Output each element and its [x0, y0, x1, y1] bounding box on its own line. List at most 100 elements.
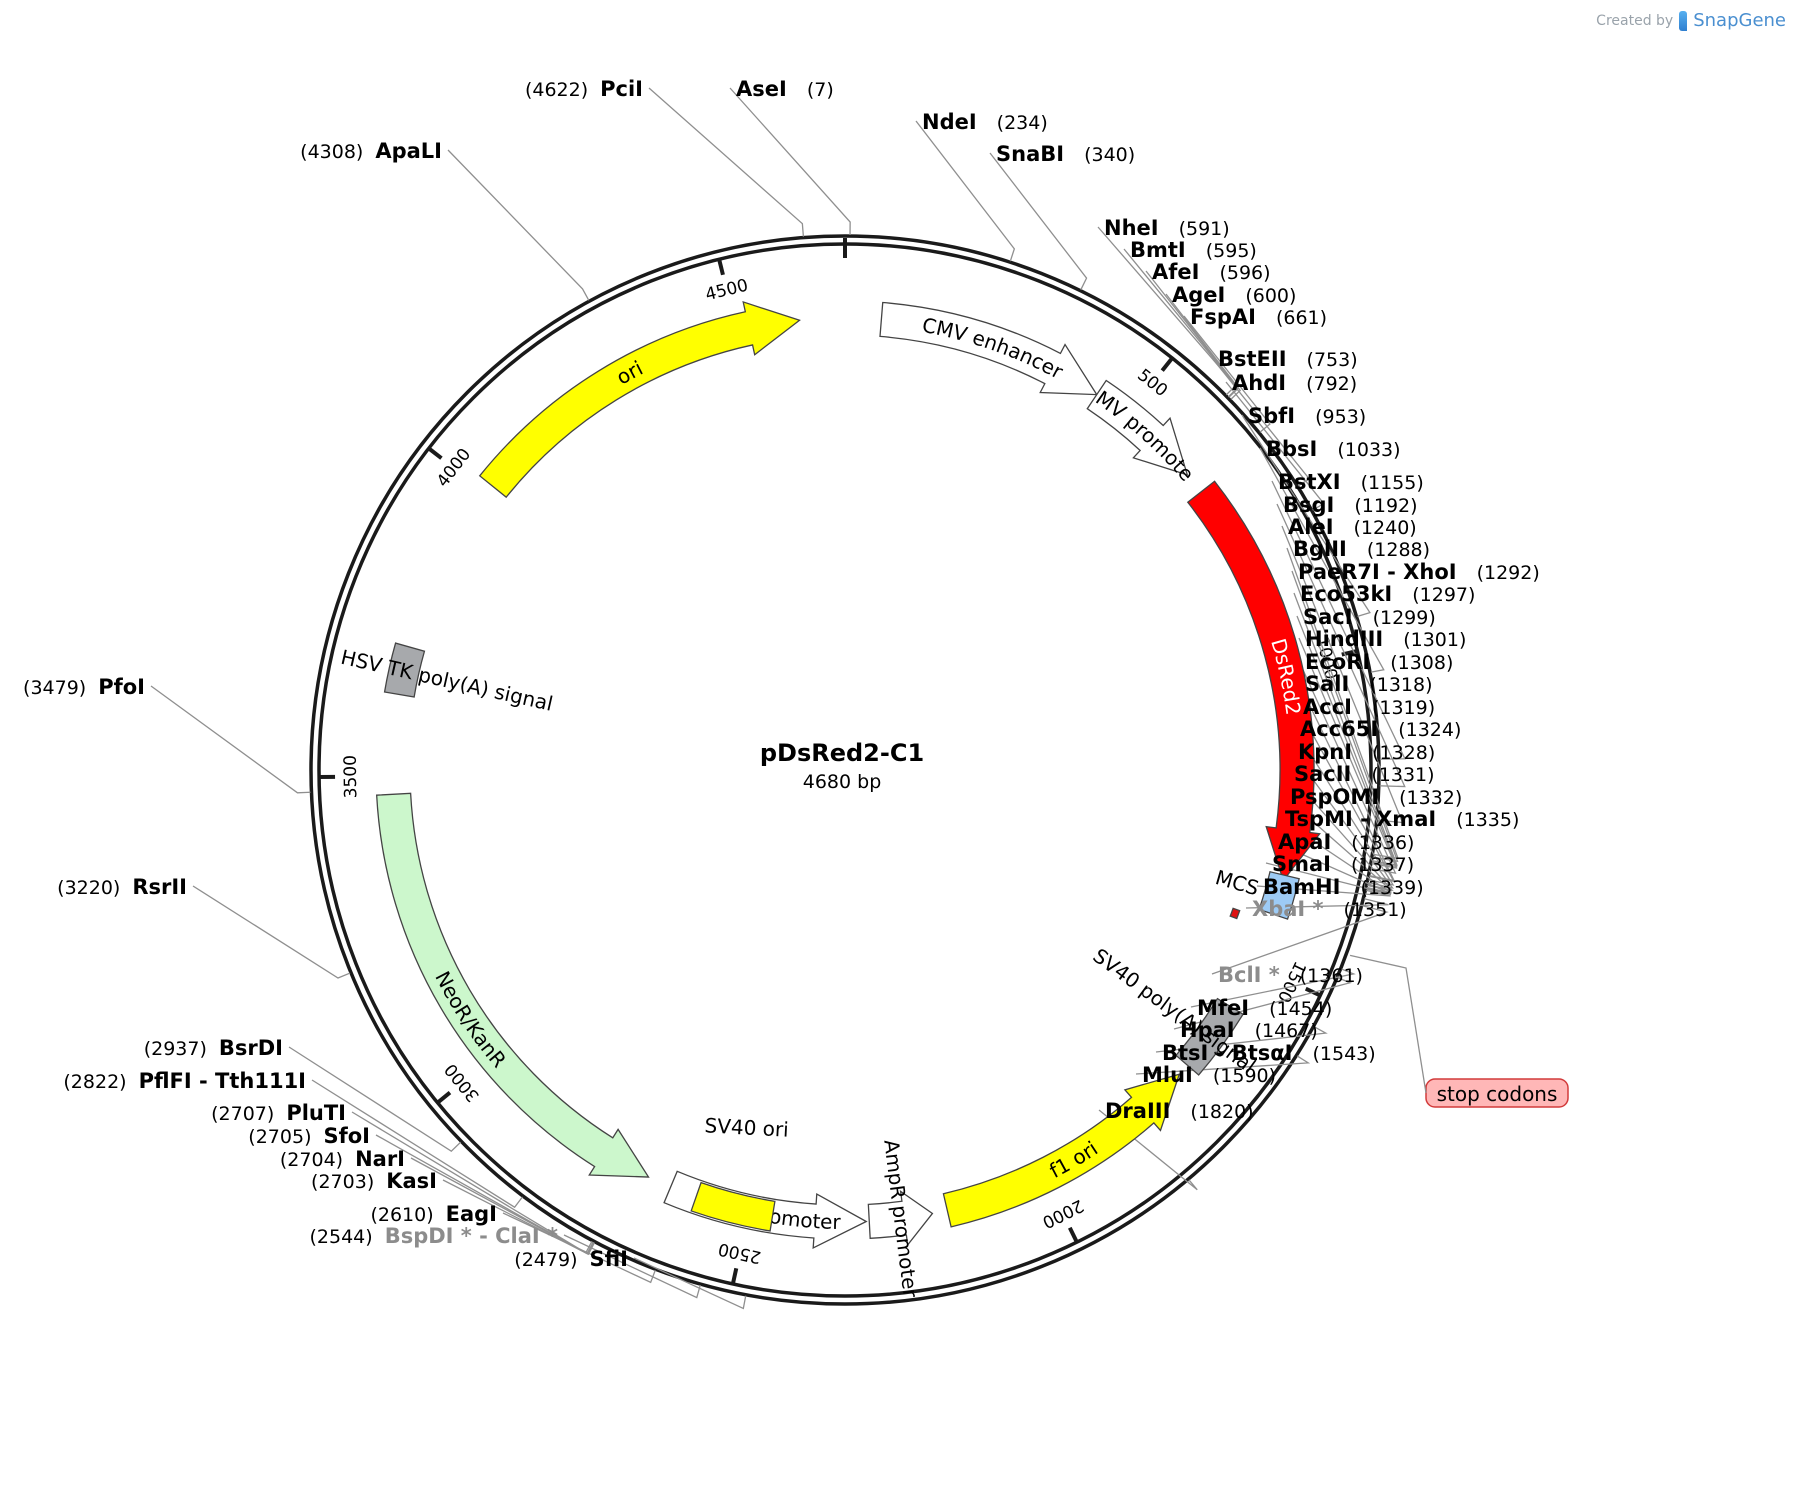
site-sacii[interactable]: SacII(1331) [1294, 762, 1435, 786]
site-position: (234) [997, 112, 1048, 134]
site-bsgi[interactable]: BsgI(1192) [1283, 493, 1418, 517]
site-leader-line [1245, 898, 1389, 909]
site-alei[interactable]: AleI(1240) [1288, 515, 1417, 539]
site-name: HpaI [1180, 1018, 1235, 1042]
feature-stop-codons[interactable] [1229, 907, 1241, 920]
tick-label: 4000 [433, 445, 475, 491]
site-paer7i-xhoi[interactable]: PaeR7I - XhoI(1292) [1298, 560, 1540, 584]
site-name: PfoI [98, 675, 145, 699]
site-pluti[interactable]: PluTI(2707) [211, 1101, 346, 1125]
site-bbsi[interactable]: BbsI(1033) [1266, 437, 1401, 461]
site-position: (3220) [57, 877, 120, 899]
site-bglii[interactable]: BglII(1288) [1293, 537, 1430, 561]
site-bmti[interactable]: BmtI(595) [1130, 238, 1257, 262]
site-eagi[interactable]: EagI(2610) [370, 1202, 497, 1226]
feature-f1-ori[interactable] [942, 1073, 1181, 1228]
site-asei[interactable]: AseI(7) [736, 77, 834, 101]
site-sbfi[interactable]: SbfI(953) [1248, 404, 1366, 428]
site-fspai[interactable]: FspAI(661) [1190, 305, 1327, 329]
site-hpai[interactable]: HpaI(1467) [1180, 1018, 1318, 1042]
site-bsteii[interactable]: BstEII(753) [1218, 347, 1358, 371]
site-leader-line [288, 1046, 462, 1153]
site-smai[interactable]: SmaI(1337) [1272, 852, 1414, 876]
site-name: BsrDI [219, 1036, 283, 1060]
site-sali[interactable]: SalI(1318) [1305, 672, 1433, 696]
site-saci[interactable]: SacI(1299) [1303, 605, 1436, 629]
site-apai[interactable]: ApaI(1336) [1278, 830, 1414, 854]
site-ahdi[interactable]: AhdI (792) [1232, 371, 1357, 395]
feature-ampr-promoter[interactable] [867, 1189, 934, 1247]
site-snabi[interactable]: SnaBI(340) [996, 142, 1135, 166]
site-afei[interactable]: AfeI(596) [1152, 260, 1271, 284]
site-bstxi[interactable]: BstXI(1155) [1278, 470, 1424, 494]
site-acc65i[interactable]: Acc65I(1324) [1300, 717, 1461, 741]
site-kasi[interactable]: KasI(2703) [311, 1169, 437, 1193]
tick-label: 500 [1133, 365, 1171, 401]
site-name: BbsI [1266, 437, 1317, 461]
site-leader-line [150, 685, 311, 794]
site-agei[interactable]: AgeI(600) [1172, 283, 1296, 307]
site-position: (3479) [23, 677, 86, 699]
site-leader-line [1211, 905, 1389, 975]
site-pflfi-tth111i[interactable]: PflFI - Tth111I(2822) [63, 1069, 306, 1093]
site-position: (1339) [1360, 877, 1423, 899]
feature-sv40-poly-a-signal[interactable] [1175, 997, 1244, 1076]
site-leader-line [648, 87, 805, 237]
site-position: (2703) [311, 1171, 374, 1193]
site-position: (2479) [514, 1249, 577, 1271]
site-apali[interactable]: ApaLI(4308) [300, 139, 442, 163]
site-bcli-[interactable]: BclI *(1361) [1218, 963, 1363, 987]
site-mfei[interactable]: MfeI(1454) [1197, 996, 1332, 1020]
site-position: (1240) [1354, 517, 1417, 539]
site-name: NdeI [922, 110, 977, 134]
feature-cmv-promoter[interactable] [1086, 379, 1189, 476]
site-sfii[interactable]: SfiI(2479) [514, 1247, 628, 1271]
site-bspdi-clai-[interactable]: BspDI * - ClaI *(2544) [310, 1224, 559, 1248]
site-xbai-[interactable]: XbaI *(1351) [1252, 897, 1407, 921]
site-position: (792) [1306, 373, 1357, 395]
plasmid-size: 4680 bp [803, 771, 882, 793]
site-tspmi-xmai[interactable]: TspMI - XmaI(1335) [1285, 807, 1519, 831]
feature-label: SV40 ori [704, 1113, 789, 1141]
site-name: BstXI [1278, 470, 1341, 494]
site-leader-line [351, 1111, 593, 1254]
site-hindiii[interactable]: HindIII(1301) [1305, 627, 1466, 651]
map-center: pDsRed2-C1 4680 bp [760, 739, 924, 793]
feature-ori[interactable] [478, 300, 801, 499]
site-nhei[interactable]: NheI(591) [1104, 216, 1230, 240]
site-name: Eco53kI [1300, 582, 1392, 606]
feature-label: HSV TK poly(A) signal [339, 645, 556, 716]
site-pspomi[interactable]: PspOMI(1332) [1290, 785, 1462, 809]
feature-sv40-ori[interactable] [690, 1181, 776, 1232]
site-draiii[interactable]: DraIII(1820) [1105, 1099, 1254, 1123]
site-rsrii[interactable]: RsrII(3220) [57, 875, 187, 899]
site-pfoi[interactable]: PfoI (3479) [23, 675, 145, 699]
site-btsi-bts-i[interactable]: BtsI - BtsαI(1543) [1162, 1041, 1376, 1065]
site-pcii[interactable]: PciI(4622) [525, 77, 643, 101]
feature-label: CMV promoter [0, 0, 1199, 486]
site-position: (1454) [1269, 998, 1332, 1020]
site-eco53ki[interactable]: Eco53kI(1297) [1300, 582, 1475, 606]
feature-mcs[interactable] [1258, 870, 1300, 920]
site-acci[interactable]: AccI(1319) [1303, 695, 1435, 719]
feature-hsv-tk-poly-a-signal[interactable] [383, 642, 426, 698]
site-name: BglII [1293, 537, 1347, 561]
site-sfoi[interactable]: SfoI(2705) [248, 1124, 370, 1148]
feature-label: NeoR/KanR [430, 967, 511, 1072]
feature-neor-kanr[interactable] [375, 792, 650, 1178]
site-ecori[interactable]: EcoRI(1308) [1305, 650, 1453, 674]
site-name: BstEII [1218, 347, 1287, 371]
site-bamhi[interactable]: BamHI(1339) [1263, 875, 1424, 899]
tick-label: 4500 [703, 275, 750, 305]
site-nari[interactable]: NarI(2704) [280, 1147, 405, 1171]
credit-brand: SnapGene [1693, 10, 1786, 31]
site-kpni[interactable]: KpnI(1328) [1298, 740, 1435, 764]
site-leader-line [1225, 381, 1325, 511]
site-ndei[interactable]: NdeI (234) [922, 110, 1048, 134]
site-name: AhdI [1232, 371, 1286, 395]
site-mlui[interactable]: MluI(1590) [1142, 1063, 1276, 1087]
site-bsrdi[interactable]: BsrDI(2937) [144, 1036, 283, 1060]
site-position: (2544) [310, 1226, 373, 1248]
site-leader-line [1278, 817, 1392, 894]
